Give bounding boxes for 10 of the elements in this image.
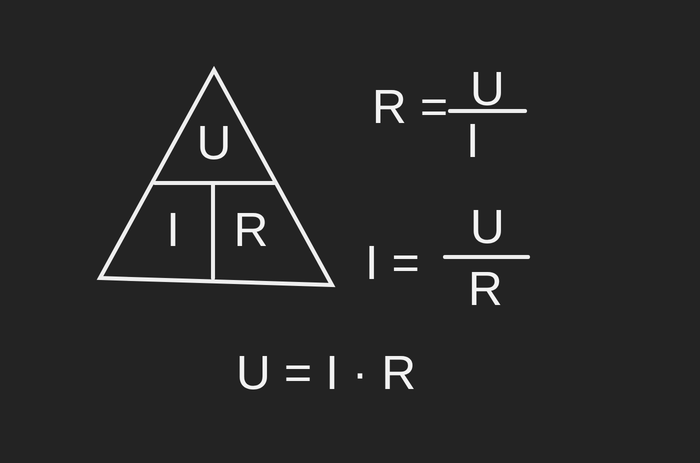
triangle-section-letter: U	[196, 116, 232, 170]
formula-text: R =	[372, 84, 448, 132]
denominator: I	[466, 118, 480, 166]
triangle-section-letter: R	[234, 202, 268, 258]
numerator: U	[470, 66, 505, 114]
formula-text: I =	[365, 240, 420, 288]
numerator: U	[470, 204, 505, 252]
triangle-section-letter: I	[166, 202, 180, 258]
denominator: R	[468, 266, 503, 314]
formula-text: U = I · R	[236, 350, 416, 398]
